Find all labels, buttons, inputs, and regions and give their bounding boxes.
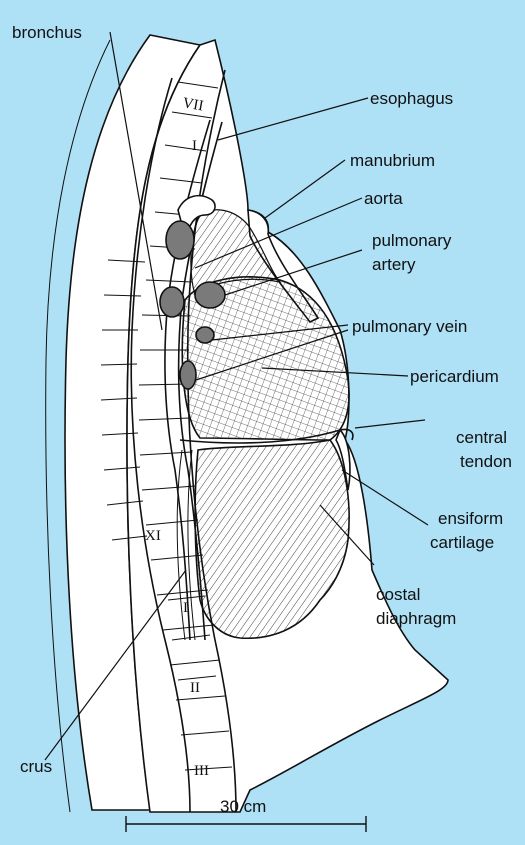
label-central-tendon-2: tendon bbox=[460, 452, 512, 471]
pulmonary-vein-vessel-1 bbox=[196, 327, 214, 343]
label-ensiform-1: ensiform bbox=[438, 509, 503, 528]
label-costal-1: costal bbox=[376, 585, 420, 604]
vertebra-ii: II bbox=[190, 680, 200, 696]
label-bronchus: bronchus bbox=[12, 23, 82, 42]
label-pulmonary-artery-2: artery bbox=[372, 255, 416, 274]
label-central-tendon-1: central bbox=[456, 428, 507, 447]
scale-bar-label: 30 cm bbox=[220, 797, 266, 816]
aorta-vessel bbox=[166, 221, 194, 259]
label-pulmonary-artery-1: pulmonary bbox=[372, 231, 452, 250]
label-esophagus: esophagus bbox=[370, 89, 453, 108]
label-pericardium: pericardium bbox=[410, 367, 499, 386]
vertebra-i-lumbar: I bbox=[183, 600, 188, 616]
label-manubrium: manubrium bbox=[350, 151, 435, 170]
pulmonary-vein-vessel-2 bbox=[180, 361, 196, 389]
label-ensiform-2: cartilage bbox=[430, 533, 494, 552]
vessel-left bbox=[160, 287, 184, 317]
label-costal-2: diaphragm bbox=[376, 609, 456, 628]
label-pulmonary-vein: pulmonary vein bbox=[352, 317, 467, 336]
label-crus: crus bbox=[20, 757, 52, 776]
vertebra-iii: III bbox=[194, 763, 209, 779]
pulmonary-artery-vessel bbox=[195, 282, 225, 308]
vertebra-i-thoracic: I bbox=[192, 138, 197, 154]
label-aorta: aorta bbox=[364, 189, 403, 208]
vertebra-xi: XI bbox=[145, 528, 161, 544]
